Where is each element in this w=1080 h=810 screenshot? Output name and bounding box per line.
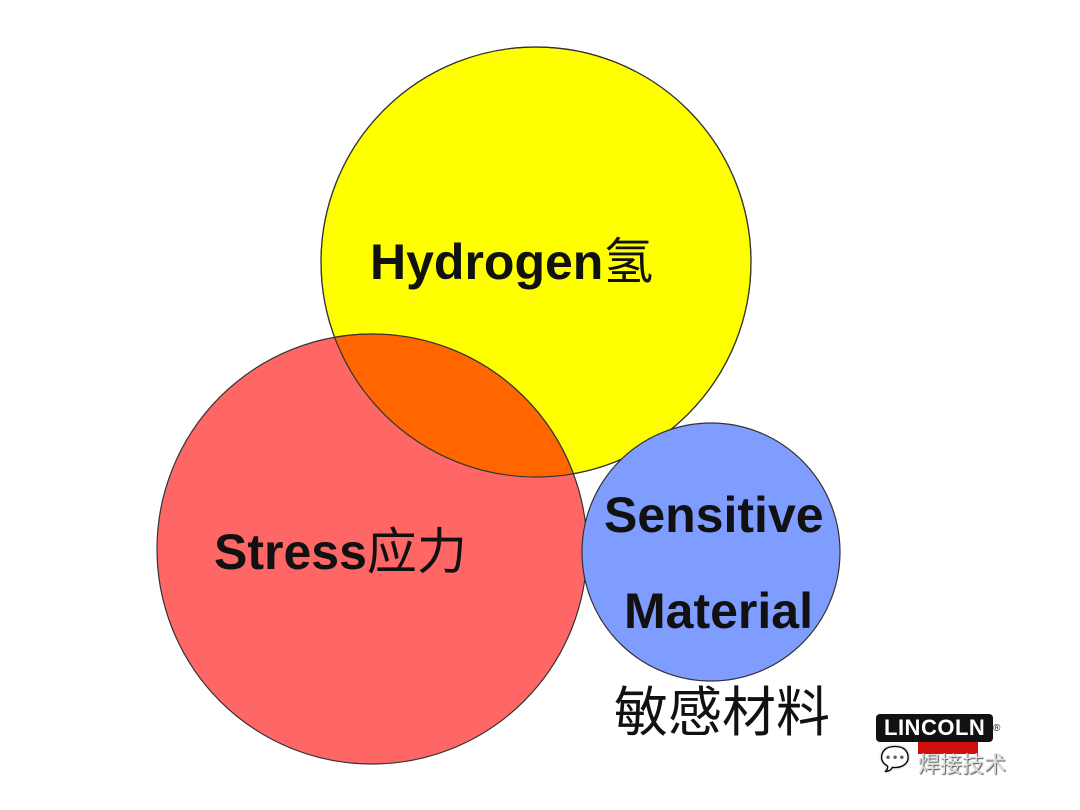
stress-label: Stress应力: [214, 523, 467, 581]
material-label: Material: [624, 583, 813, 639]
hydrogen-label: Hydrogen氢: [370, 233, 654, 291]
wechat-icon: 💬: [880, 746, 910, 773]
sensitive-label: Sensitive: [604, 487, 824, 543]
sensitive-material-circle: [581, 422, 841, 682]
registered-mark: ®: [993, 723, 1001, 734]
material-label-cn: 敏感材料: [614, 681, 830, 744]
hydrogen-stress-overlap: [321, 333, 588, 477]
lincoln-logo: LINCOLN: [876, 714, 994, 742]
watermark-text: 焊接技术: [918, 753, 1007, 778]
logo-red-bar: [918, 740, 978, 754]
